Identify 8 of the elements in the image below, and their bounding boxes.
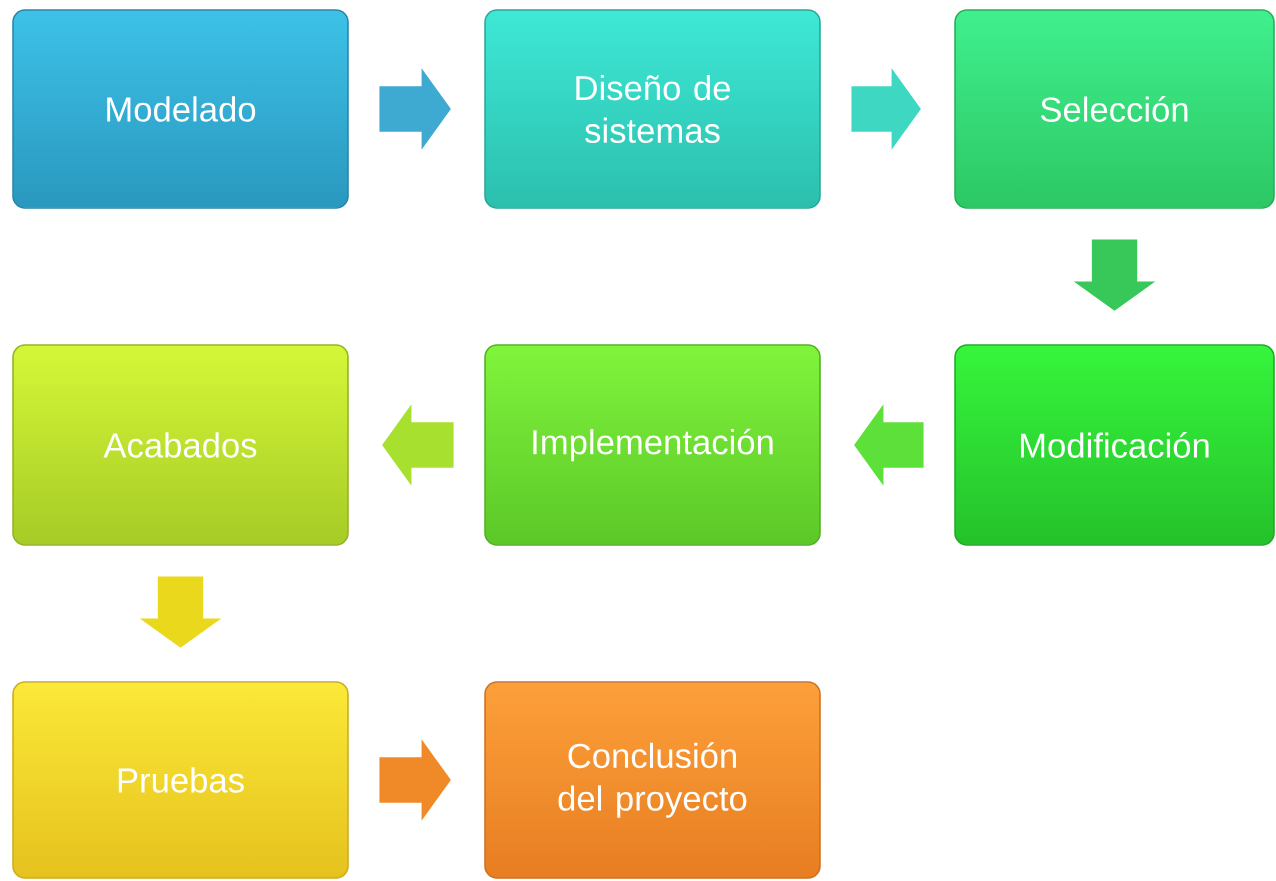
process-box: Modelado xyxy=(12,9,349,209)
process-box: Diseño de sistemas xyxy=(484,9,821,209)
process-box: Selección xyxy=(954,9,1275,209)
process-box: Pruebas xyxy=(12,681,349,879)
process-box: Acabados xyxy=(12,344,349,546)
process-box: Conclusión del proyecto xyxy=(484,681,821,879)
process-box: Implementación xyxy=(484,344,821,546)
process-box: Modificación xyxy=(954,344,1275,546)
